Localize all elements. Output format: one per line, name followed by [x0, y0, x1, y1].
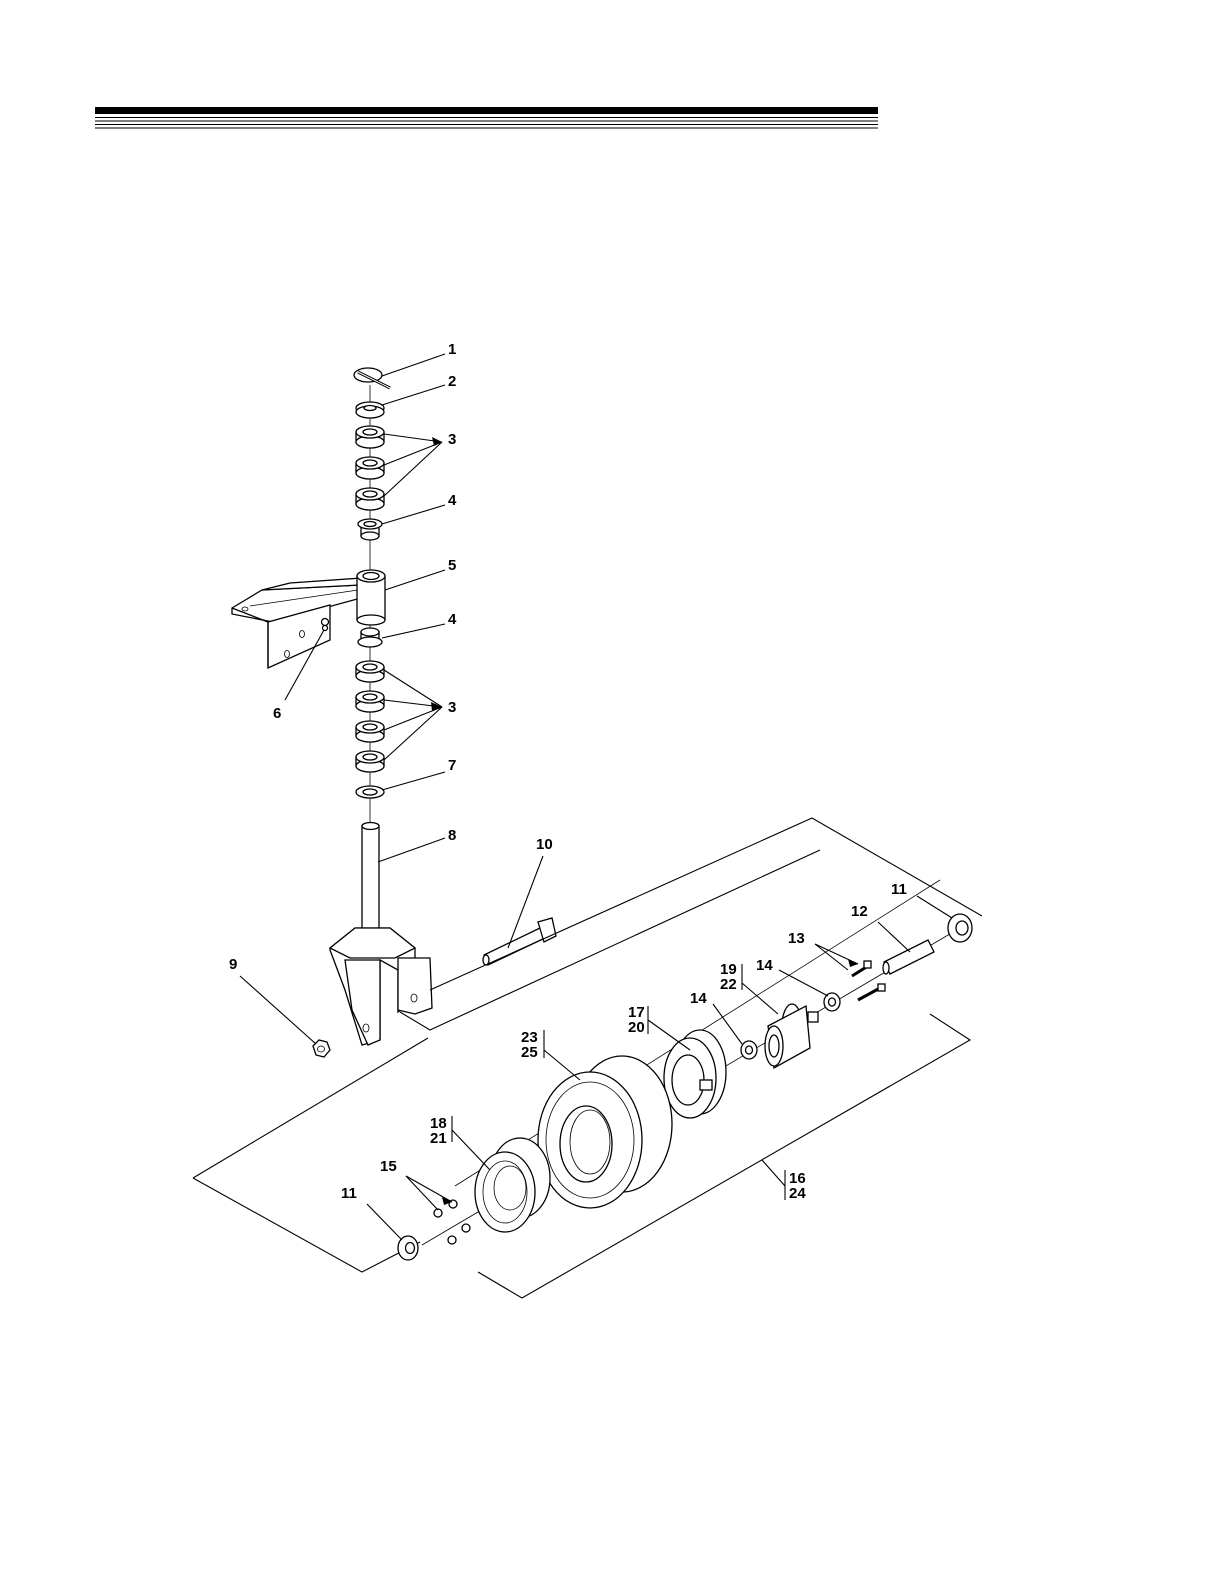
- callout-20: 20: [628, 1019, 645, 1036]
- callout-4-lower: 4: [448, 611, 457, 628]
- callout-10: 10: [536, 836, 553, 853]
- callout-2: 2: [448, 373, 456, 390]
- callout-5: 5: [448, 557, 456, 574]
- flat-washer: [356, 786, 384, 798]
- callout-3-upper: 3: [448, 431, 456, 448]
- callout-25: 25: [521, 1044, 538, 1061]
- washer-top: [356, 402, 384, 418]
- rim-half-left: [475, 1138, 550, 1232]
- callout-9: 9: [229, 956, 237, 973]
- callout-1: 1: [448, 341, 456, 358]
- hub-bolts: [852, 961, 885, 1000]
- axle-bolt: [483, 918, 556, 965]
- spacers-upper: [356, 426, 384, 510]
- callout-6: 6: [273, 705, 281, 722]
- callout-11-left: 11: [341, 1185, 357, 1202]
- lug-nuts: [434, 1200, 470, 1244]
- lock-nut: [313, 1040, 330, 1057]
- callout-3-lower: 3: [448, 699, 456, 716]
- callout-15: 15: [380, 1158, 397, 1175]
- callout-21: 21: [430, 1130, 447, 1147]
- grease-fitting: [322, 619, 329, 631]
- axle-spacer-tube: [883, 940, 934, 974]
- callout-14-left: 14: [690, 990, 707, 1007]
- callout-24: 24: [789, 1185, 806, 1202]
- axle-envelope: [193, 818, 982, 1298]
- callout-22: 22: [720, 976, 737, 993]
- header-rule: [95, 107, 878, 128]
- callout-7: 7: [448, 757, 456, 774]
- bushing-lower: [358, 628, 382, 647]
- caster-bracket: [232, 578, 372, 668]
- callout-4-upper: 4: [448, 492, 457, 509]
- callout-labels: 1 2 3 4 5 4 6 3 7 8 10 9 11 12 13 19 22 …: [229, 341, 907, 1202]
- hub-bearing-left: [741, 1041, 757, 1059]
- bushing-upper: [358, 519, 382, 540]
- rim-half-right: [664, 1030, 726, 1118]
- callout-13: 13: [788, 930, 805, 947]
- pivot-tube: [357, 570, 385, 625]
- caster-fork: [330, 823, 432, 1046]
- callout-14-right: 14: [756, 957, 773, 974]
- callout-11-right: 11: [891, 881, 907, 898]
- tire: [538, 1056, 672, 1208]
- hair-pin: [354, 368, 390, 388]
- callout-12: 12: [851, 903, 868, 920]
- callout-8: 8: [448, 827, 456, 844]
- wheel-hub-right: [765, 1004, 818, 1068]
